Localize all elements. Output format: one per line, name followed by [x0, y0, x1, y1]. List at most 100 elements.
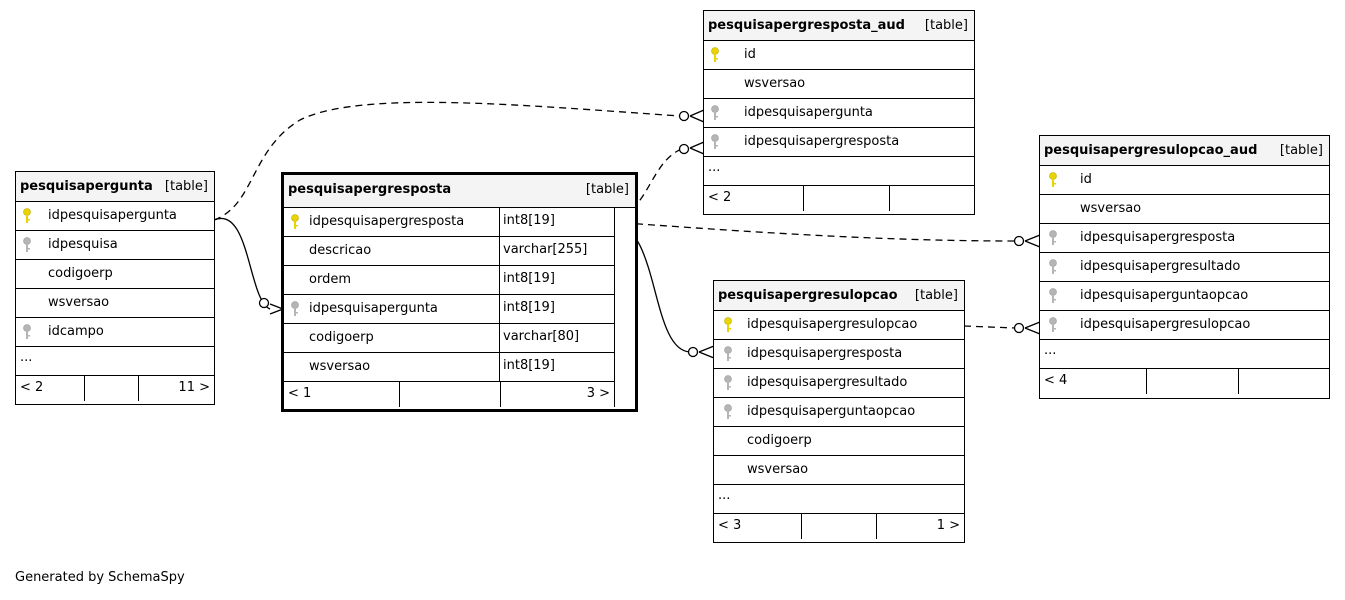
column-name: codigoerp: [747, 433, 812, 448]
column-row[interactable]: codigoerp varchar[80]: [284, 324, 614, 353]
table-type-label: [table]: [1279, 143, 1323, 158]
column-row[interactable]: idpesquisapergresposta: [714, 340, 964, 369]
children-link[interactable]: 11 >: [138, 376, 214, 401]
parents-link[interactable]: < 2: [704, 186, 803, 211]
column-name: idpesquisapergresposta: [744, 134, 900, 149]
column-name: id: [744, 47, 756, 62]
column-row[interactable]: idpesquisapergresulopcao: [1040, 311, 1329, 340]
column-type: varchar[80]: [499, 324, 579, 352]
table-header[interactable]: pesquisapergresposta_aud [table]: [704, 11, 974, 41]
foreign-key-icon: [291, 301, 299, 316]
primary-key-icon: [724, 317, 732, 332]
footer-spacer: [803, 186, 889, 211]
more-columns-row[interactable]: ...: [16, 347, 214, 376]
footer-spacer: [801, 514, 876, 539]
parents-link[interactable]: < 3: [714, 514, 801, 539]
column-row[interactable]: idpesquisaperguntaopcao: [714, 398, 964, 427]
table-pesquisapergunta[interactable]: pesquisapergunta [table] idpesquisapergu…: [15, 171, 215, 405]
table-name: pesquisapergresulopcao_aud: [1044, 143, 1258, 158]
table-name: pesquisapergresposta: [288, 182, 452, 197]
generated-by-label: Generated by SchemaSpy: [15, 570, 185, 585]
table-footer: < 4: [1040, 369, 1329, 394]
column-row[interactable]: idpesquisapergunta int8[19]: [284, 295, 614, 324]
column-type: varchar[255]: [499, 237, 587, 265]
primary-key-icon: [1049, 172, 1057, 187]
column-row[interactable]: idpesquisapergresultado: [1040, 253, 1329, 282]
parents-link[interactable]: < 1: [284, 382, 399, 407]
column-name: idpesquisapergresulopcao: [1080, 317, 1251, 332]
table-header[interactable]: pesquisapergresulopcao_aud [table]: [1040, 136, 1329, 166]
more-columns-row[interactable]: ...: [714, 485, 964, 514]
parents-count: < 3: [718, 518, 742, 533]
footer-spacer: [84, 376, 138, 401]
column-name: idpesquisapergresultado: [747, 375, 908, 390]
column-row[interactable]: idpesquisapergresposta: [704, 128, 974, 157]
more-columns-row[interactable]: ...: [704, 157, 974, 186]
table-footer: < 3 1 >: [714, 514, 964, 539]
column-type: int8[19]: [499, 266, 555, 294]
column-row[interactable]: id: [704, 41, 974, 70]
column-row[interactable]: wsversao: [704, 70, 974, 99]
children-count: 1 >: [936, 518, 960, 533]
foreign-key-icon: [711, 105, 719, 120]
column-row[interactable]: idpesquisaperguntaopcao: [1040, 282, 1329, 311]
foreign-key-icon: [1049, 230, 1057, 245]
children-link[interactable]: [889, 186, 974, 211]
column-name: idpesquisapergunta: [48, 208, 177, 223]
foreign-key-icon: [1049, 288, 1057, 303]
column-name: descricao: [309, 243, 372, 258]
column-name: idpesquisapergresulopcao: [747, 317, 918, 332]
table-pesquisapergresposta[interactable]: pesquisapergresposta [table] idpesquisap…: [281, 172, 638, 412]
column-row[interactable]: idpesquisapergunta: [704, 99, 974, 128]
column-row[interactable]: codigoerp: [714, 427, 964, 456]
column-row[interactable]: idpesquisapergunta: [16, 202, 214, 231]
column-name: idpesquisa: [48, 237, 118, 252]
column-row[interactable]: idpesquisapergresposta: [1040, 224, 1329, 253]
column-name: codigoerp: [309, 330, 374, 345]
children-link[interactable]: [1238, 369, 1329, 394]
column-row[interactable]: wsversao: [16, 289, 214, 318]
column-type: int8[19]: [499, 208, 555, 236]
column-row[interactable]: descricao varchar[255]: [284, 237, 614, 266]
more-columns-indicator: ...: [708, 160, 721, 175]
parents-count: < 2: [708, 190, 732, 205]
table-header[interactable]: pesquisapergresulopcao [table]: [714, 281, 964, 311]
column-grid: idpesquisapergresposta int8[19] descrica…: [284, 208, 615, 407]
column-row[interactable]: idpesquisapergresposta int8[19]: [284, 208, 614, 237]
table-type-label: [table]: [164, 179, 208, 194]
parents-link[interactable]: < 2: [16, 376, 84, 401]
more-columns-row[interactable]: ...: [1040, 340, 1329, 369]
column-row[interactable]: id: [1040, 166, 1329, 195]
column-row[interactable]: wsversao int8[19]: [284, 353, 614, 382]
parents-link[interactable]: < 4: [1040, 369, 1146, 394]
column-name: wsversao: [309, 359, 371, 374]
column-row[interactable]: wsversao: [714, 456, 964, 485]
more-columns-indicator: ...: [1044, 343, 1057, 358]
foreign-key-icon: [23, 237, 31, 252]
column-type: int8[19]: [499, 295, 555, 323]
column-row[interactable]: idpesquisa: [16, 231, 214, 260]
table-pesquisapergresulopcao[interactable]: pesquisapergresulopcao [table] idpesquis…: [713, 280, 965, 543]
children-link[interactable]: 1 >: [876, 514, 964, 539]
table-header[interactable]: pesquisapergunta [table]: [16, 172, 214, 202]
column-row[interactable]: idpesquisapergresulopcao: [714, 311, 964, 340]
table-footer: < 2: [704, 186, 974, 211]
table-pesquisapergresposta-aud[interactable]: pesquisapergresposta_aud [table] id wsve…: [703, 10, 975, 215]
table-type-label: [table]: [914, 288, 958, 303]
column-row[interactable]: idcampo: [16, 318, 214, 347]
table-pesquisapergresulopcao-aud[interactable]: pesquisapergresulopcao_aud [table] id ws…: [1039, 135, 1330, 399]
column-row[interactable]: ordem int8[19]: [284, 266, 614, 295]
column-name: wsversao: [1080, 201, 1142, 216]
column-name: idpesquisapergresultado: [1080, 259, 1241, 274]
column-name: idpesquisapergresposta: [1080, 230, 1236, 245]
parents-count: < 4: [1044, 373, 1068, 388]
children-link[interactable]: 3 >: [500, 382, 614, 407]
column-row[interactable]: codigoerp: [16, 260, 214, 289]
column-name: ordem: [309, 272, 351, 287]
column-row[interactable]: wsversao: [1040, 195, 1329, 224]
foreign-key-icon: [23, 324, 31, 339]
table-header[interactable]: pesquisapergresposta [table]: [284, 175, 635, 208]
children-count: 11 >: [178, 380, 210, 395]
column-type: int8[19]: [499, 353, 555, 381]
column-row[interactable]: idpesquisapergresultado: [714, 369, 964, 398]
